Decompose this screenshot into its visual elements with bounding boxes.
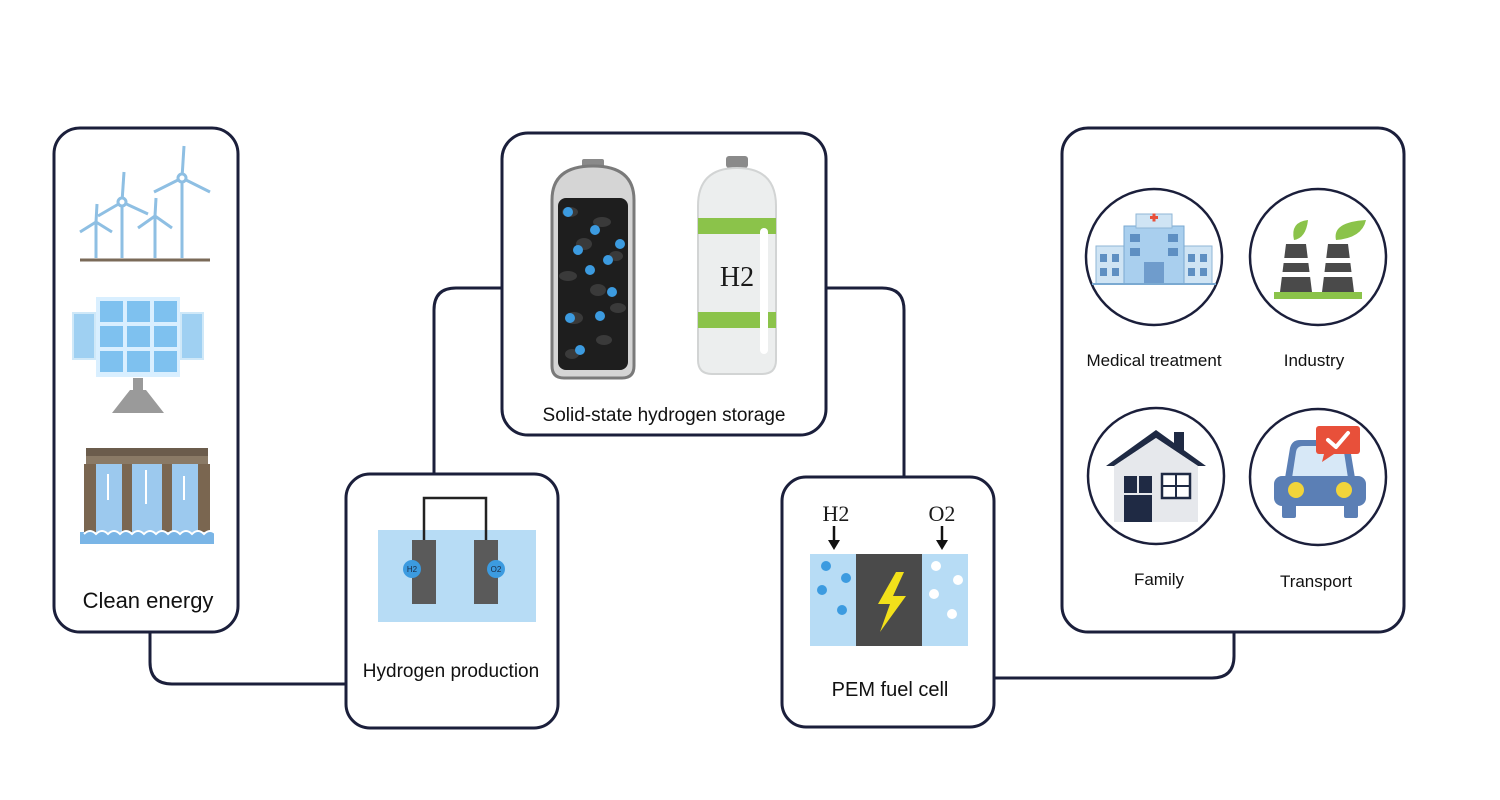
application-family: Family bbox=[1086, 406, 1226, 589]
hospital-icon bbox=[1092, 213, 1216, 285]
fuel-cell-stack-icon bbox=[810, 554, 968, 646]
fuel-cell-label: PEM fuel cell bbox=[832, 679, 949, 701]
tank-h2-label: H2 bbox=[720, 262, 754, 293]
connector-storage-to-fuelcell bbox=[826, 286, 906, 477]
hydropower-dam-icon bbox=[80, 448, 217, 544]
input-arrows bbox=[828, 526, 948, 550]
clean-energy-label: Clean energy bbox=[83, 588, 214, 613]
wind-turbine-icon bbox=[79, 145, 211, 262]
storage-panel: H2 Solid-state hydrogen storage bbox=[500, 131, 828, 437]
factory-icon bbox=[1274, 220, 1366, 299]
application-industry: Industry bbox=[1248, 187, 1388, 370]
applications-panel: Medical treatment Industry bbox=[1060, 126, 1406, 634]
solar-panel-icon bbox=[72, 297, 204, 413]
hydrogen-tank-icon: H2 bbox=[697, 156, 777, 375]
clean-energy-panel: Clean energy bbox=[52, 126, 240, 634]
connector-energy-to-production bbox=[148, 632, 346, 686]
fuel-cell-panel: H2 O2 PEM fuel cell bbox=[780, 475, 996, 729]
application-medical-label: Medical treatment bbox=[1086, 351, 1221, 370]
house-icon bbox=[1106, 430, 1206, 522]
connector-fuelcell-to-applications bbox=[994, 632, 1236, 680]
electrolyzer-icon: H2 O2 bbox=[378, 496, 536, 622]
application-family-label: Family bbox=[1134, 570, 1185, 589]
application-transport-label: Transport bbox=[1280, 572, 1352, 591]
connector-production-to-storage bbox=[432, 286, 502, 474]
fuel-cell-o2-input-label: O2 bbox=[929, 501, 956, 526]
car-icon bbox=[1274, 426, 1366, 518]
hydrogen-production-label: Hydrogen production bbox=[363, 661, 539, 682]
application-transport: Transport bbox=[1248, 407, 1388, 591]
storage-label: Solid-state hydrogen storage bbox=[543, 405, 786, 426]
electrode-h2-label: H2 bbox=[407, 565, 418, 574]
electrode-o2-label: O2 bbox=[491, 565, 502, 574]
application-medical: Medical treatment bbox=[1084, 187, 1224, 370]
clean-energy-frame bbox=[52, 126, 240, 634]
fuel-cell-h2-input-label: H2 bbox=[823, 501, 850, 526]
application-industry-label: Industry bbox=[1284, 351, 1345, 370]
lightning-bolt-icon bbox=[878, 572, 906, 632]
connectors bbox=[148, 286, 1236, 686]
metal-hydride-canister-icon bbox=[550, 159, 636, 380]
hydrogen-production-panel: H2 O2 Hydrogen production bbox=[344, 472, 560, 730]
